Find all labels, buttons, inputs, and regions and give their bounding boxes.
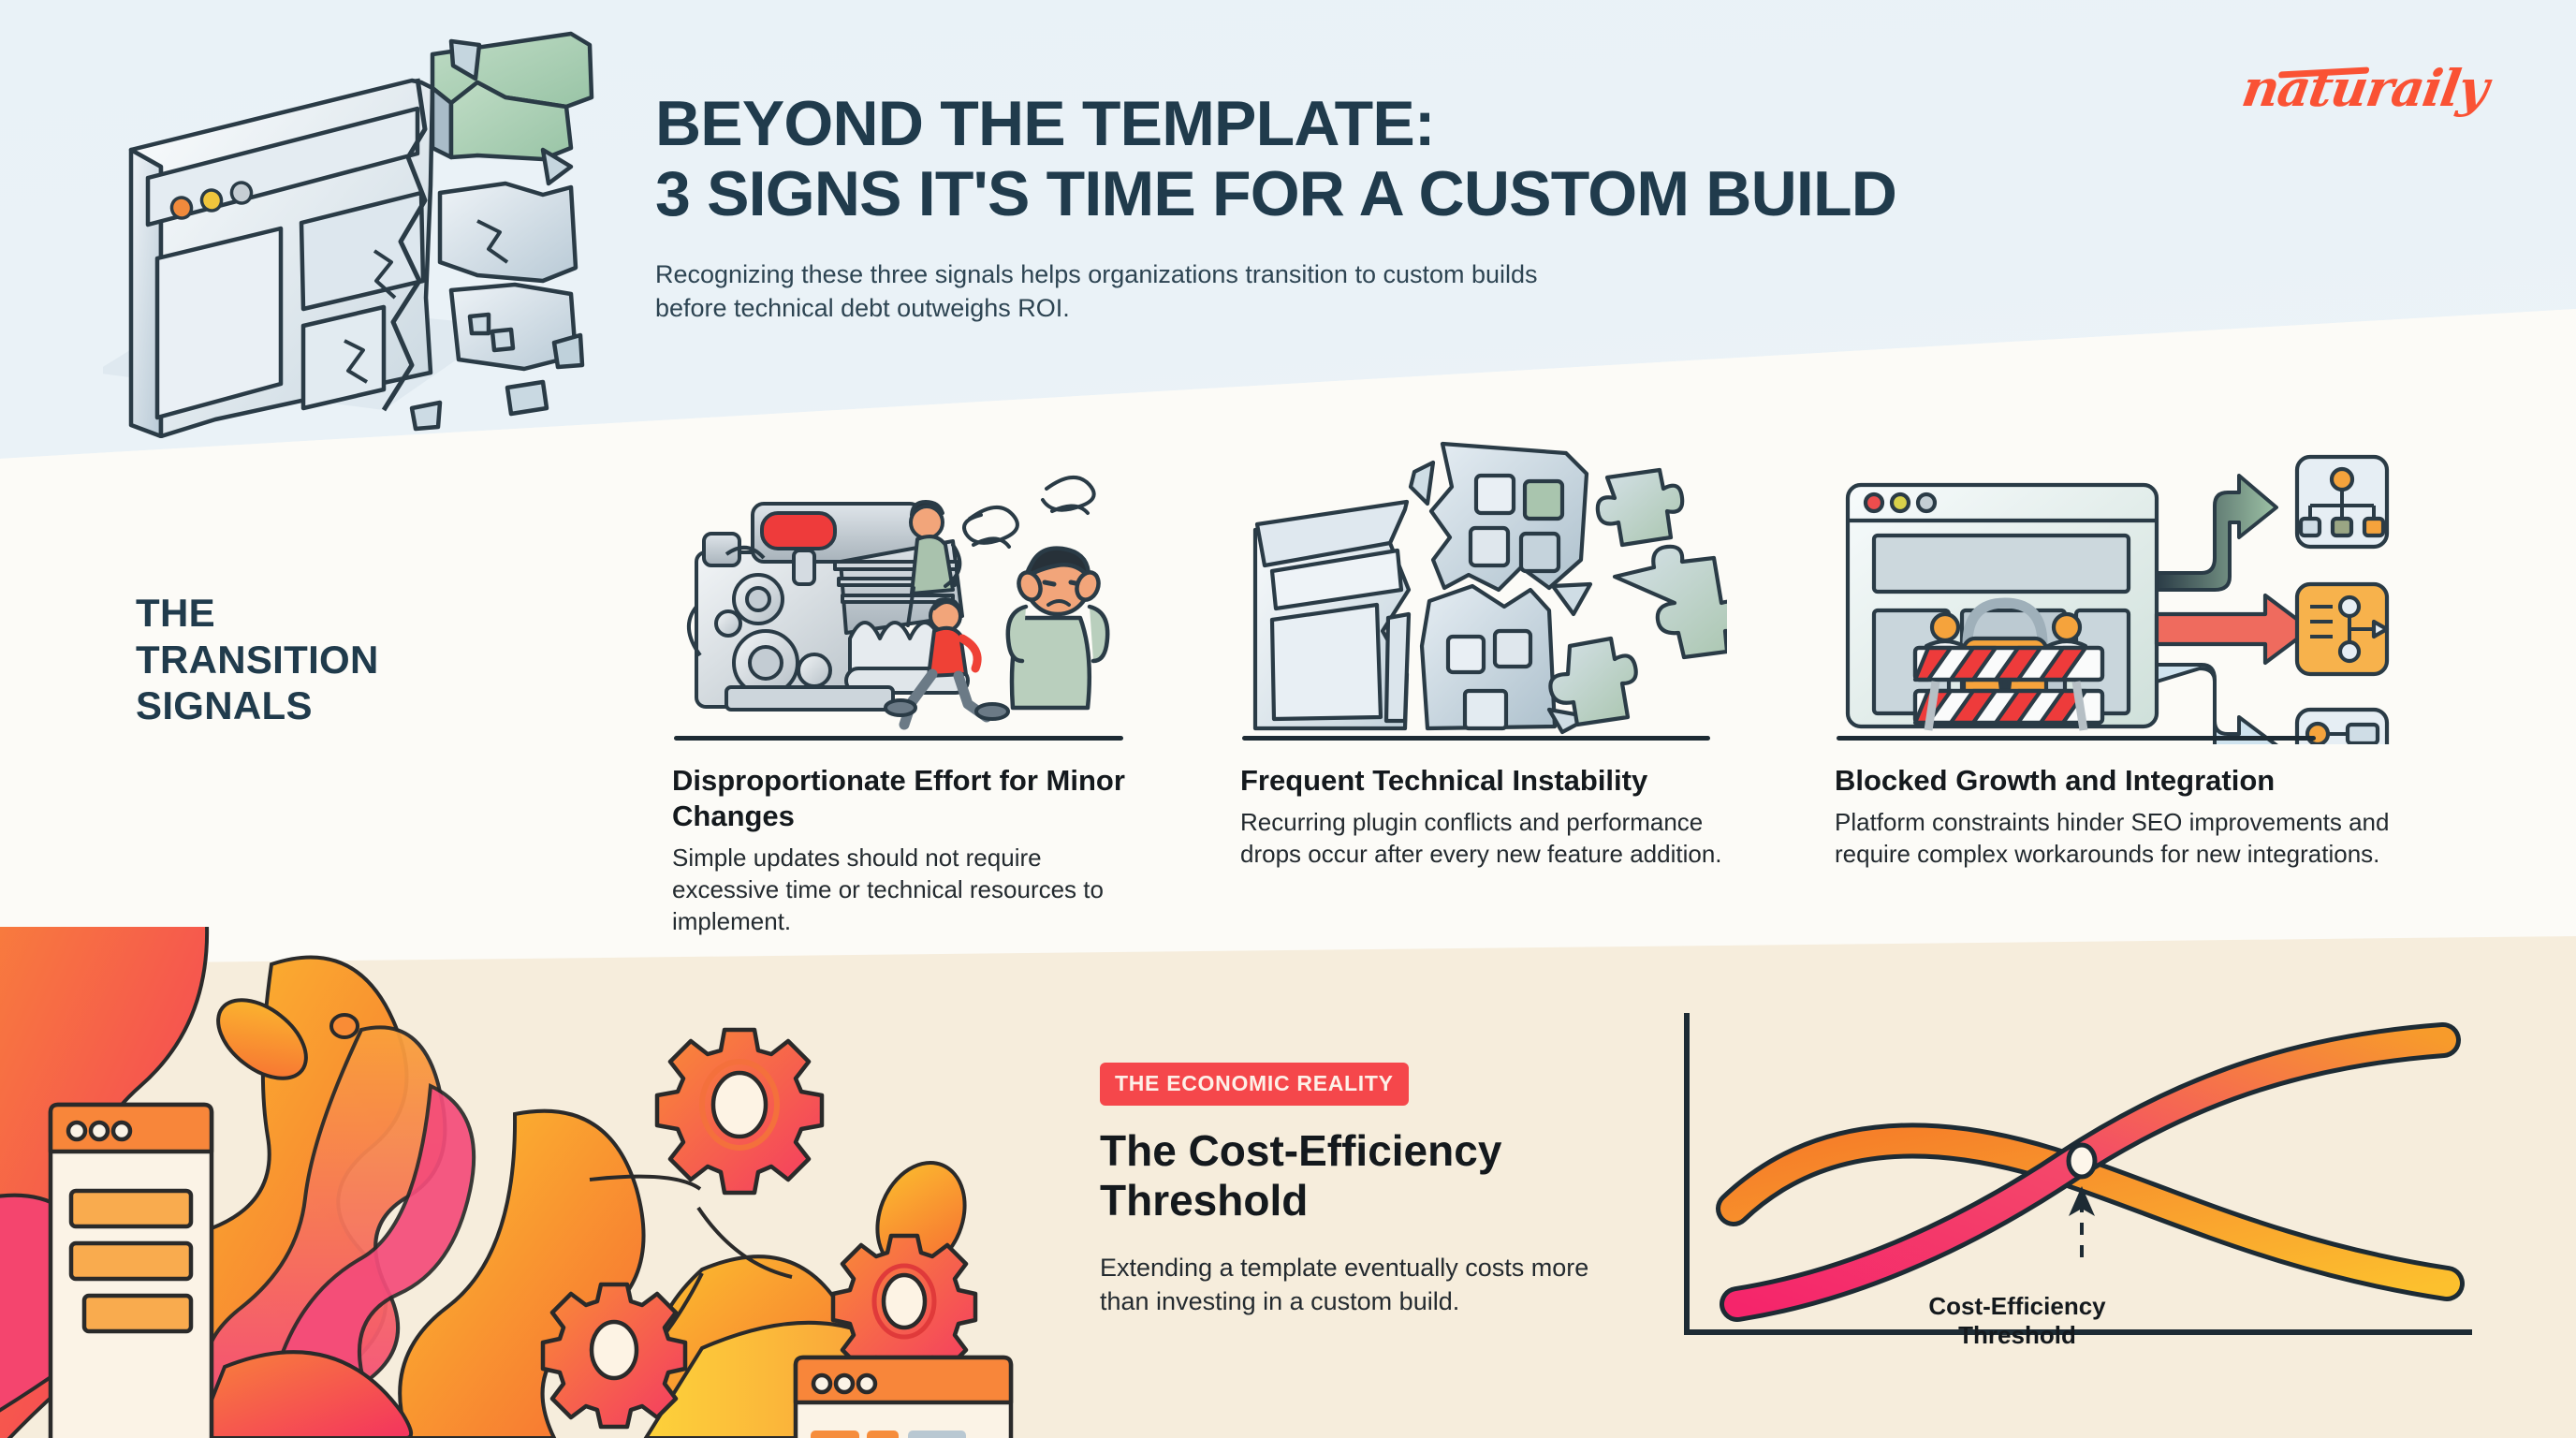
economic-reality-block: THE ECONOMIC REALITY The Cost-Efficiency… [1100,1063,1643,1318]
broken-browser-window-illustration [103,31,594,438]
abstract-fluid-gears-illustration [0,927,1014,1438]
section-label-line-1: THE [136,591,215,635]
section-label-line-3: SIGNALS [136,683,313,728]
locked-barrier-blocked-integrations-illustration [1835,440,2434,802]
page-subtitle: Recognizing these three signals helps or… [655,259,1538,322]
crumbling-website-puzzle-illustration [1240,440,1746,744]
gear-icon [654,1027,825,1196]
signal-description: Simple updates should not require excess… [672,843,1104,936]
section-label-line-2: TRANSITION [136,637,379,682]
signal-card-disproportionate-effort: Disproportionate Effort for Minor Change… [672,440,1140,938]
signal-description: Platform constraints hinder SEO improvem… [1835,807,2390,869]
threshold-intersection-marker [2066,1142,2098,1180]
gear-icon [830,1233,978,1381]
signal-card-blocked-growth: Blocked Growth and Integration Platform … [1835,440,2434,870]
signal-description: Recurring plugin conflicts and performan… [1240,807,1722,869]
signal-card-technical-instability: Frequent Technical Instability Recurring… [1240,440,1746,870]
page-title-line-2: 3 SIGNS IT'S TIME FOR A CUSTOM BUILD [655,158,1897,230]
signal-title: Blocked Growth and Integration [1835,764,2276,797]
economic-description: Extending a template eventually costs mo… [1100,1253,1589,1315]
engine-with-frustrated-developer-illustration [672,440,1140,744]
page-title-line-1: BEYOND THE TEMPLATE: [655,88,1436,159]
signal-title: Frequent Technical Instability [1240,764,1648,797]
arrow-head-icon [2069,1186,2095,1216]
economic-title-line-2: Threshold [1100,1176,1309,1225]
transition-signals-section-label: THE TRANSITION SIGNALS [136,590,379,729]
chart-annotation-label: Cost-Efficiency Threshold [1863,1292,2172,1350]
chart-axes [1684,1013,2472,1335]
cost-efficiency-threshold-chart [1684,1013,2472,1335]
economic-title-line-1: The Cost-Efficiency [1100,1126,1502,1175]
economic-title: The Cost-Efficiency Threshold [1100,1126,1643,1226]
header-title-block: BEYOND THE TEMPLATE: 3 SIGNS IT'S TIME F… [655,88,2181,325]
naturaily-logo[interactable]: naturaily [2238,58,2492,118]
chart-annotation-line-1: Cost-Efficiency [1928,1292,2106,1320]
chart-annotation-line-2: Threshold [1958,1321,2076,1350]
browser-card-left [48,1102,214,1438]
browser-card-right [793,1355,1014,1438]
signal-title: Disproportionate Effort for Minor Change… [672,764,1125,832]
gear-icon [540,1282,688,1430]
window-controls-icon [169,181,254,220]
status-badge: THE ECONOMIC REALITY [1100,1063,1409,1106]
